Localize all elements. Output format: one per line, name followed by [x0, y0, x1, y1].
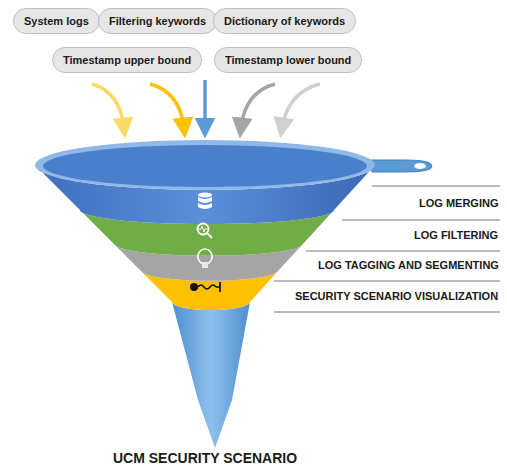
handle-hole [414, 163, 426, 169]
funnel-opening [43, 145, 367, 187]
funnel-handle [370, 160, 432, 172]
pill-text: System logs [24, 15, 89, 27]
lightbulb-icon [198, 249, 212, 267]
input-pill: System logs [13, 8, 100, 34]
pill-text: Dictionary of keywords [224, 15, 345, 27]
magnifier-icon [198, 224, 213, 239]
stage-label: SECURITY SCENARIO VISUALIZATION [293, 290, 500, 303]
input-pill: Timestamp lower bound [214, 47, 362, 73]
funnel-rim [35, 140, 375, 190]
input-arrow [241, 84, 275, 128]
stage-separators [274, 186, 500, 312]
input-arrow [203, 80, 207, 128]
input-pill: Filtering keywords [98, 8, 217, 34]
stage-label: LOG TAGGING AND SEGMENTING [316, 259, 501, 272]
input-pill: Timestamp upper bound [52, 47, 202, 73]
database-icon [198, 193, 212, 210]
stage-label: LOG MERGING [417, 197, 500, 210]
pill-text: Filtering keywords [109, 15, 206, 27]
input-arrow [282, 84, 320, 128]
pill-text: Timestamp lower bound [225, 54, 351, 66]
input-pill: Dictionary of keywords [213, 8, 356, 34]
caption: UCM SECURITY SCENARIO [113, 450, 297, 466]
timeline-icon [190, 282, 220, 292]
funnel-neck [172, 302, 250, 448]
pill-text: Timestamp upper bound [63, 54, 191, 66]
input-arrow [92, 84, 124, 128]
input-arrow [150, 84, 184, 128]
stage-label: LOG FILTERING [412, 229, 500, 242]
